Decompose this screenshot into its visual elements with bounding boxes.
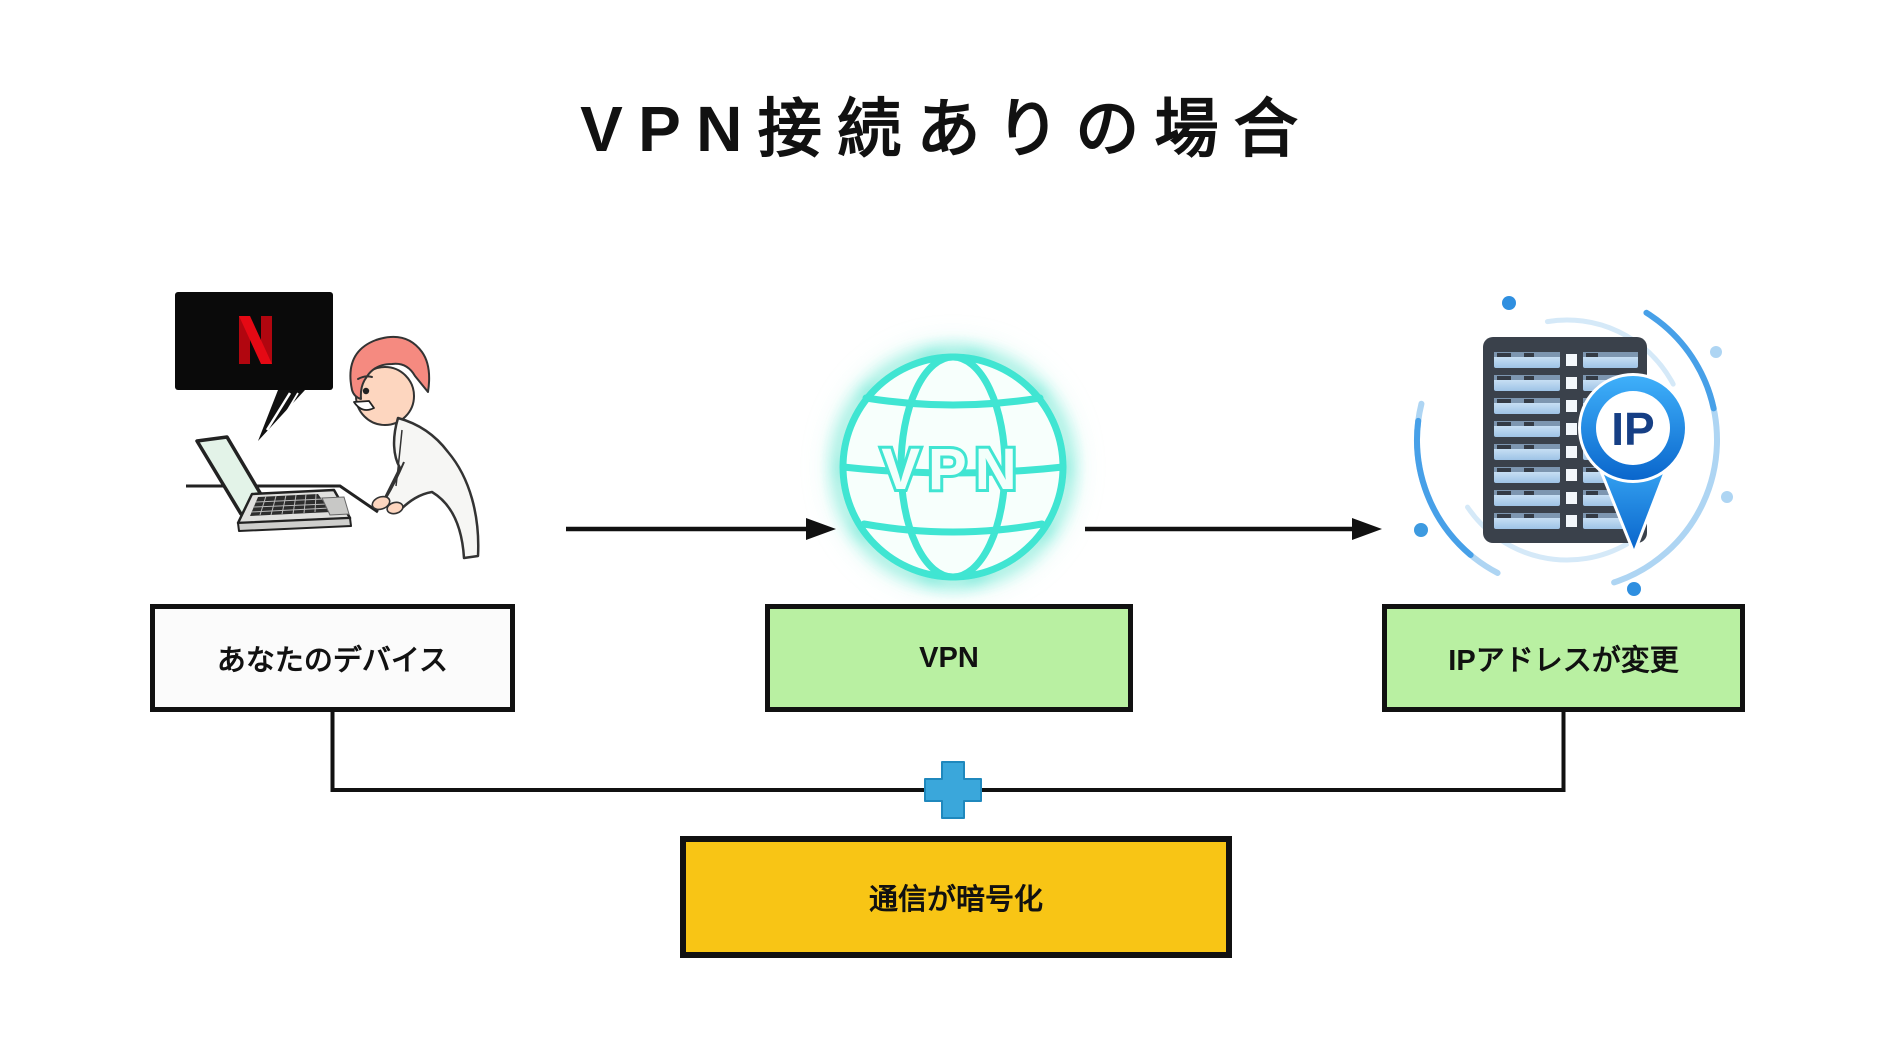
ip-pin-icon: IP (1578, 373, 1688, 552)
person-illustration (349, 336, 480, 560)
ip-changed-box-label: IPアドレスが変更 (1448, 645, 1679, 677)
pin-ip-label: IP (1611, 403, 1654, 455)
encrypted-box-label: 通信が暗号化 (868, 884, 1043, 916)
flow-arrows (566, 518, 1382, 540)
ip-changed-box: IPアドレスが変更 (1382, 604, 1745, 712)
arrow-vpn-to-server (1085, 518, 1382, 540)
vpn-box: VPN (765, 604, 1133, 712)
netflix-logo-icon (239, 316, 272, 364)
ip-server-illustration: IP (1414, 287, 1733, 596)
orbit-rings (1414, 287, 1733, 596)
device-box-label: あなたのデバイス (216, 645, 449, 677)
diagram-title: VPN接続ありの場合 (580, 93, 1314, 165)
vpn-globe-icon: VPN (835, 349, 1071, 585)
device-box: あなたのデバイス (150, 604, 515, 712)
globe-vpn-label: VPN (881, 437, 1024, 502)
plus-icon (924, 761, 982, 819)
arrow-device-to-vpn (566, 518, 836, 540)
netflix-screen (175, 292, 333, 441)
encrypted-box: 通信が暗号化 (680, 836, 1232, 958)
user-device-illustration (175, 292, 480, 560)
bottom-connector (330, 712, 1566, 819)
vpn-box-label: VPN (919, 641, 979, 674)
laptop-icon (195, 435, 352, 532)
